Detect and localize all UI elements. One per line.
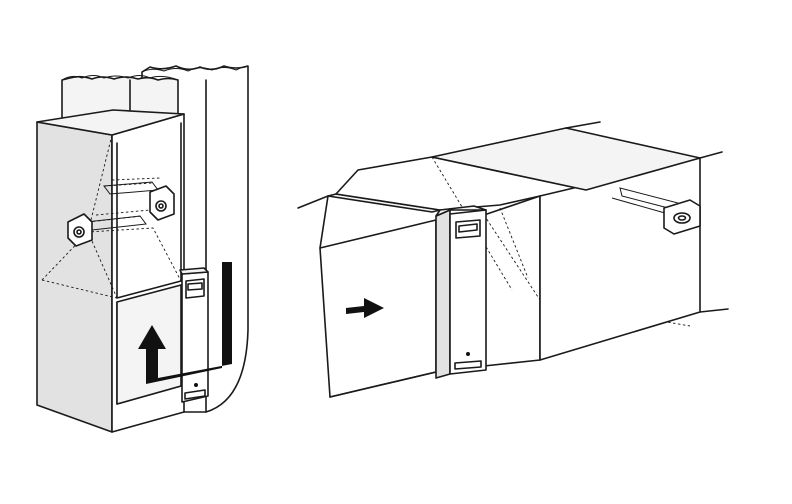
horizontal-duct-installation: [298, 122, 728, 397]
furnace-cabinet: [37, 110, 184, 432]
vertical-furnace-installation: [37, 66, 248, 432]
air-cleaner-unit-horizontal: [436, 206, 486, 378]
supply-duct: [298, 194, 440, 397]
air-cleaner-unit-vertical: [180, 268, 208, 402]
